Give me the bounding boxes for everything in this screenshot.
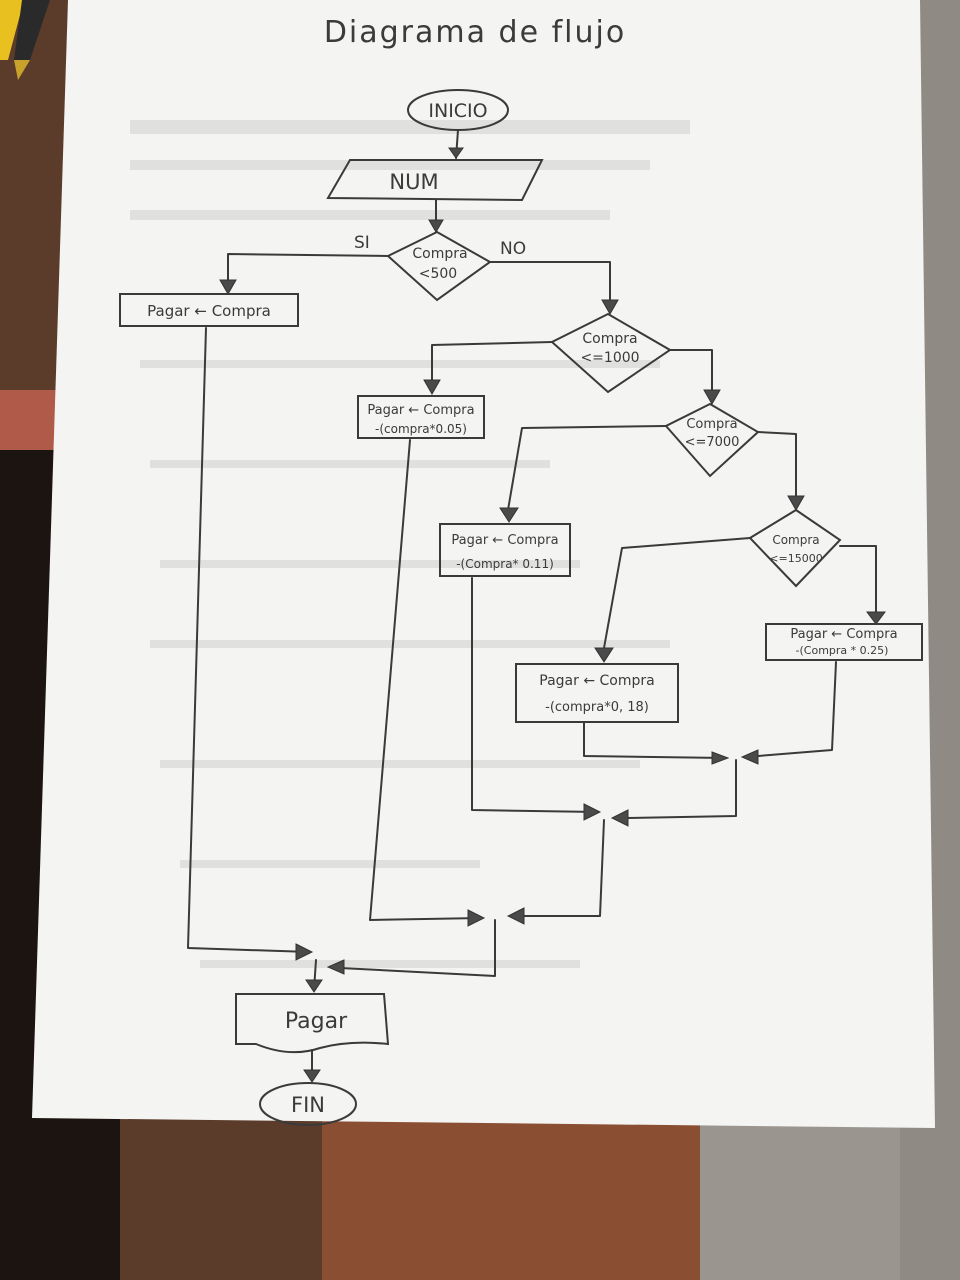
decision4-line1: Compra <box>772 533 819 547</box>
decision4-line2: <=15000 <box>769 552 822 565</box>
edge-decision1-yes <box>227 253 389 293</box>
arrowhead <box>423 379 441 396</box>
arrowhead <box>506 907 525 925</box>
process5-line2: -(Compra * 0.25) <box>796 644 889 657</box>
arrowhead <box>295 943 314 961</box>
process2-line1: Pagar ← Compra <box>367 403 474 418</box>
edge-process3-merge <box>471 577 599 813</box>
decision-compra-1000 <box>550 312 672 394</box>
edge-decision2-no <box>669 349 713 403</box>
edge-decision3-no <box>757 431 797 507</box>
arrowhead <box>787 495 805 512</box>
edge-merge-1000 <box>523 819 605 917</box>
arrowhead <box>601 299 619 316</box>
desk-red-edge <box>0 390 60 450</box>
decision1-line2: <500 <box>419 266 457 282</box>
edge-merge-500 <box>339 919 496 977</box>
end-terminal <box>259 1082 357 1126</box>
edge-decision4-yes <box>603 537 751 649</box>
decision3-line2: <=7000 <box>685 435 740 450</box>
label-si: SI <box>354 233 370 253</box>
arrowhead <box>305 979 323 993</box>
decision2-line1: Compra <box>582 331 637 347</box>
process-descuento-018 <box>515 663 679 723</box>
process4-line2: -(compra*0, 18) <box>545 700 649 715</box>
edge-process1-merge <box>187 327 311 953</box>
process5-line1: Pagar ← Compra <box>790 627 897 642</box>
decision-compra-7000 <box>664 402 760 478</box>
edge-decision1-no <box>489 261 611 313</box>
edge-decision4-no <box>839 545 877 615</box>
edge-process5-merge <box>757 661 837 757</box>
label-no: NO <box>500 239 526 259</box>
edge-decision3-yes <box>507 425 667 511</box>
edge-decision2-yes <box>431 341 553 393</box>
arrowhead <box>467 909 486 927</box>
arrowhead <box>740 749 759 765</box>
arrowhead <box>303 1069 321 1083</box>
output-label: Pagar <box>285 1009 348 1034</box>
decision-compra-500 <box>386 230 492 302</box>
decision1-line1: Compra <box>412 246 467 262</box>
process3-line1: Pagar ← Compra <box>451 533 558 548</box>
arrowhead <box>499 507 519 523</box>
edge-process4-merge <box>583 721 727 759</box>
bleed-through-text <box>130 120 690 968</box>
arrowhead <box>711 751 730 765</box>
decision-compra-15000 <box>748 508 842 588</box>
arrowhead <box>428 219 444 233</box>
arrowhead <box>594 647 614 663</box>
diagram-title: Diagrama de flujo <box>324 15 626 50</box>
pen-decoration <box>0 0 50 80</box>
process4-line1: Pagar ← Compra <box>539 673 654 689</box>
input-parallelogram <box>326 159 544 202</box>
output-document <box>235 993 390 1054</box>
input-label: NUM <box>389 170 438 194</box>
process2-line2: -(compra*0.05) <box>375 422 467 436</box>
edge-process2-merge <box>369 439 483 921</box>
arrowhead <box>219 279 237 296</box>
desk-front-edge <box>322 1110 700 1280</box>
process-descuento-011 <box>439 523 571 577</box>
decision3-line1: Compra <box>686 417 737 432</box>
end-label: FIN <box>291 1093 325 1117</box>
paper-sheet <box>32 0 935 1128</box>
edge-merge-7000 <box>625 759 737 819</box>
arrowhead <box>448 147 464 159</box>
process-pagar-compra <box>119 293 299 327</box>
process1-label: Pagar ← Compra <box>147 302 271 320</box>
start-label: INICIO <box>428 100 487 122</box>
process3-line2: -(Compra* 0.11) <box>456 557 554 571</box>
decision2-line2: <=1000 <box>580 350 639 366</box>
process-descuento-025 <box>765 623 923 661</box>
arrowhead <box>703 389 721 406</box>
process-descuento-005 <box>357 395 485 439</box>
arrowhead <box>326 959 345 975</box>
arrowhead <box>866 611 886 625</box>
arrowhead <box>610 809 629 827</box>
arrowhead <box>583 803 602 821</box>
